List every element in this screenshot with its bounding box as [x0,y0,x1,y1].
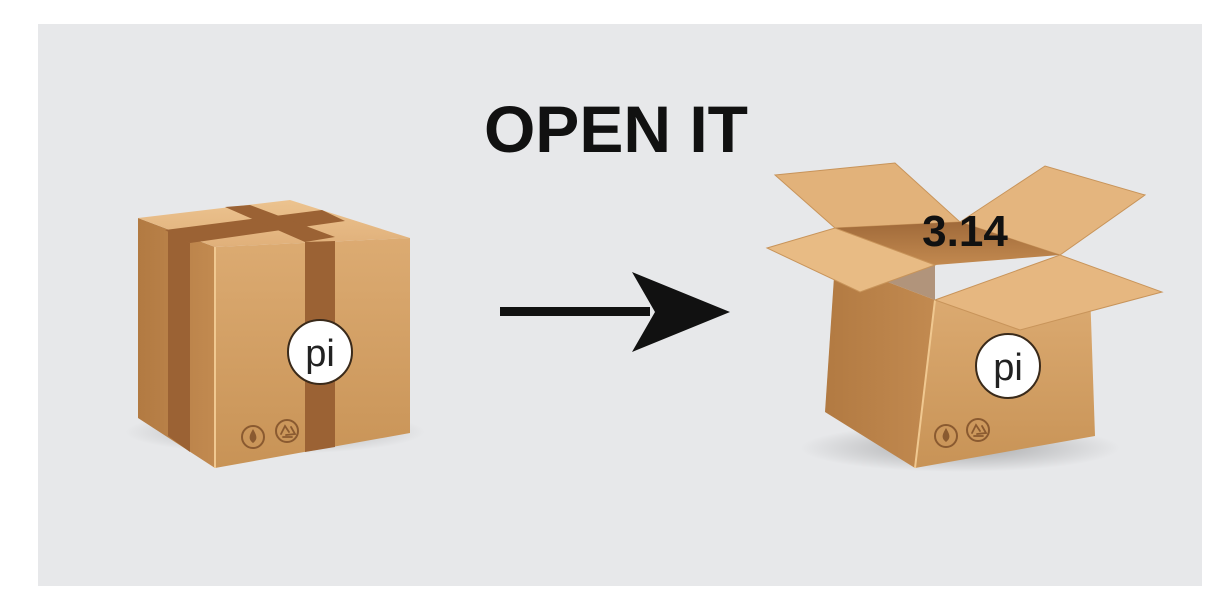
water-drop-icon [934,424,958,448]
box-value: 3.14 [922,207,1008,256]
pi-badge: pi [975,333,1041,399]
water-drop-icon [241,425,265,449]
tape-side [168,230,190,452]
pi-label: pi [305,333,335,375]
recycle-icon [966,418,990,442]
tape-top-lengthwise [165,210,345,243]
flap-front-left [765,227,937,293]
open-box: 3.14 pi [765,162,1164,472]
flap-front-right [933,254,1164,331]
recycle-icon [275,419,299,443]
box-interior [835,222,1060,265]
closed-box: pi [125,200,425,468]
pi-label: pi [993,347,1023,389]
right-arrow-icon [500,272,730,352]
heading: OPEN IT [484,92,748,166]
tape-top-crosswise [225,205,335,242]
pi-badge: pi [287,319,353,385]
